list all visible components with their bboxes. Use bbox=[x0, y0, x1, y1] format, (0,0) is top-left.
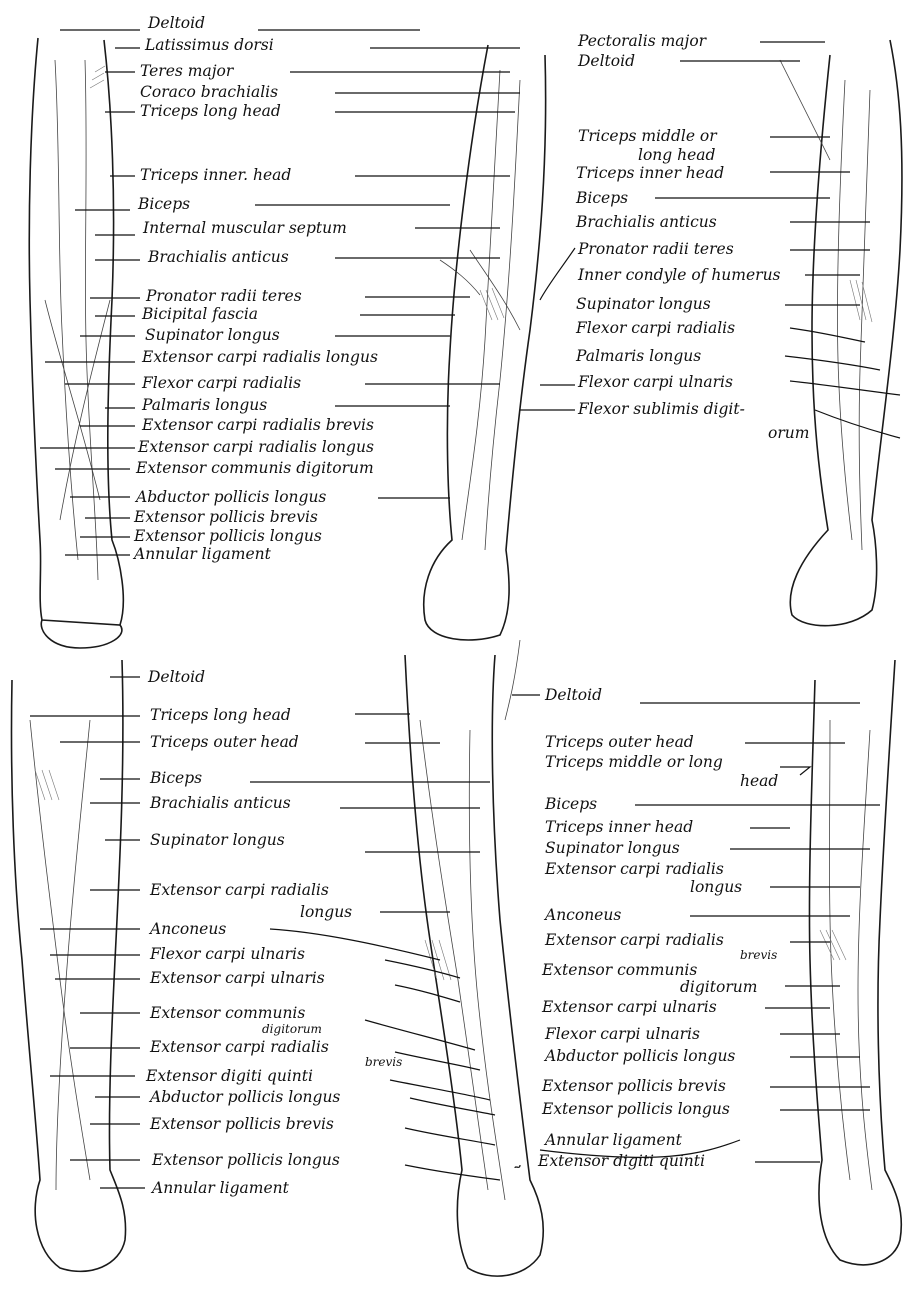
label-flexor-sublimis-digitorum: Flexor sublimis digit- bbox=[577, 400, 745, 418]
label-anconeus: Anconeus bbox=[148, 920, 226, 938]
label-bicipital-fascia: Bicipital fascia bbox=[141, 305, 258, 323]
label-biceps: Biceps bbox=[575, 189, 628, 207]
label-long-head: long head bbox=[638, 146, 716, 164]
label-annular-ligament: Annular ligament bbox=[543, 1131, 683, 1149]
label-extensor-carpi-ulnaris: Extensor carpi ulnaris bbox=[541, 998, 717, 1016]
label-latissimus-dorsi: Latissimus dorsi bbox=[144, 36, 274, 54]
label-triceps-inner-head: Triceps inner head bbox=[576, 164, 724, 182]
label-annular-ligament: Annular ligament bbox=[132, 545, 272, 563]
label-extensor-carpi-radialis-brevis: Extensor carpi radialis brevis bbox=[141, 416, 374, 434]
label-flexor-carpi-radialis: Flexor carpi radialis bbox=[141, 374, 301, 392]
label-triceps-long-head: Triceps long head bbox=[150, 706, 291, 724]
label-triceps-inner-head: Triceps inner head bbox=[545, 818, 693, 836]
label-extensor-carpi-radialis: Extensor carpi radialis bbox=[544, 860, 724, 878]
label-deltoid: Deltoid bbox=[147, 14, 205, 32]
label-supinator-longus: Supinator longus bbox=[145, 326, 280, 344]
label-abductor-pollicis-longus: Abductor pollicis longus bbox=[543, 1047, 735, 1065]
label-pronator-radii-teres: Pronator radii teres bbox=[145, 287, 302, 305]
label-brevis: brevis bbox=[365, 1055, 402, 1069]
arm-drawing-lower-right bbox=[809, 660, 901, 1265]
label-flexor-carpi-ulnaris: Flexor carpi ulnaris bbox=[149, 945, 305, 963]
label-internal-muscular-septum: Internal muscular septum bbox=[142, 219, 347, 237]
label-triceps-long-head: Triceps long head bbox=[140, 102, 281, 120]
label-extensor-pollicis-brevis: Extensor pollicis brevis bbox=[133, 508, 318, 526]
label-extensor-carpi-radialis-longus-2: Extensor carpi radialis longus bbox=[137, 438, 374, 456]
label-longus: longus bbox=[300, 903, 352, 921]
label-coraco-brachialis: Coraco brachialis bbox=[140, 83, 278, 101]
label-anconeus: Anconeus bbox=[543, 906, 621, 924]
label-digitorum: digitorum bbox=[262, 1022, 322, 1036]
label-triceps-middle-or: Triceps middle or bbox=[578, 127, 718, 145]
label-supinator-longus: Supinator longus bbox=[545, 839, 680, 857]
label-extensor-digiti-quinti: Extensor digiti quinti bbox=[145, 1067, 313, 1085]
label-extensor-carpi-radialis-longus: Extensor carpi radialis longus bbox=[141, 348, 378, 366]
label-supinator-longus: Supinator longus bbox=[150, 831, 285, 849]
labels-upper-left: Deltoid Latissimus dorsi Teres major Cor… bbox=[132, 14, 378, 563]
label-pronator-radii-teres: Pronator radii teres bbox=[577, 240, 734, 258]
arm-drawing-upper-center bbox=[424, 45, 546, 640]
label-brachialis-anticus: Brachialis anticus bbox=[147, 248, 289, 266]
label-palmaris-longus: Palmaris longus bbox=[575, 347, 701, 365]
labels-upper-right: Pectoralis major Deltoid Triceps middle … bbox=[575, 32, 809, 442]
label-extensor-pollicis-brevis: Extensor pollicis brevis bbox=[541, 1077, 726, 1095]
label-extensor-pollicis-longus: Extensor pollicis longus bbox=[541, 1100, 730, 1118]
label-longus: longus bbox=[690, 878, 742, 896]
arm-drawing-upper-right bbox=[780, 40, 902, 626]
label-biceps: Biceps bbox=[149, 769, 202, 787]
label-biceps: Biceps bbox=[137, 195, 190, 213]
label-orum: orum bbox=[768, 424, 809, 442]
label-extensor-carpi-ulnaris: Extensor carpi ulnaris bbox=[149, 969, 325, 987]
label-biceps: Biceps bbox=[544, 795, 597, 813]
label-flexor-carpi-ulnaris: Flexor carpi ulnaris bbox=[577, 373, 733, 391]
label-deltoid: Deltoid bbox=[577, 52, 635, 70]
label-extensor-digiti-quinti: Extensor digiti quinti bbox=[537, 1152, 705, 1170]
label-brachialis-anticus: Brachialis anticus bbox=[575, 213, 717, 231]
label-triceps-outer-head: Triceps outer head bbox=[545, 733, 694, 751]
label-digitorum: digitorum bbox=[680, 978, 757, 996]
label-inner-condyle-of-humerus: Inner condyle of humerus bbox=[577, 266, 781, 284]
label-triceps-middle-or-long: Triceps middle or long bbox=[545, 753, 723, 771]
label-palmaris-longus: Palmaris longus bbox=[141, 396, 267, 414]
label-extensor-carpi-radialis-2: Extensor carpi radialis bbox=[149, 1038, 329, 1056]
label-flexor-carpi-ulnaris: Flexor carpi ulnaris bbox=[544, 1025, 700, 1043]
label-extensor-communis: Extensor communis bbox=[541, 961, 697, 979]
label-pectoralis-major: Pectoralis major bbox=[577, 32, 708, 50]
label-extensor-communis: Extensor communis bbox=[149, 1004, 305, 1022]
label-brevis: brevis bbox=[740, 948, 777, 962]
label-head: head bbox=[740, 772, 778, 790]
label-supinator-longus: Supinator longus bbox=[576, 295, 711, 313]
label-deltoid: Deltoid bbox=[544, 686, 602, 704]
label-extensor-carpi-radialis: Extensor carpi radialis bbox=[149, 881, 329, 899]
label-extensor-carpi-radialis-2: Extensor carpi radialis bbox=[544, 931, 724, 949]
label-triceps-inner-head: Triceps inner. head bbox=[140, 166, 291, 184]
labels-lower-left: Deltoid Triceps long head Triceps outer … bbox=[145, 668, 402, 1197]
label-flexor-carpi-radialis: Flexor carpi radialis bbox=[575, 319, 735, 337]
arm-drawing-upper-left bbox=[29, 38, 123, 648]
label-annular-ligament: Annular ligament bbox=[150, 1179, 290, 1197]
label-extensor-pollicis-longus: Extensor pollicis longus bbox=[151, 1151, 340, 1169]
label-teres-major: Teres major bbox=[140, 62, 235, 80]
label-extensor-pollicis-brevis: Extensor pollicis brevis bbox=[149, 1115, 334, 1133]
label-triceps-outer-head: Triceps outer head bbox=[150, 733, 299, 751]
label-abductor-pollicis-longus: Abductor pollicis longus bbox=[148, 1088, 340, 1106]
arm-drawing-lower-left bbox=[11, 660, 125, 1271]
label-extensor-pollicis-longus: Extensor pollicis longus bbox=[133, 527, 322, 545]
labels-lower-right: Deltoid Triceps outer head Triceps middl… bbox=[537, 686, 778, 1170]
label-brachialis-anticus: Brachialis anticus bbox=[149, 794, 291, 812]
label-extensor-communis-digitorum: Extensor communis digitorum bbox=[135, 459, 374, 477]
label-deltoid: Deltoid bbox=[147, 668, 205, 686]
label-abductor-pollicis-longus: Abductor pollicis longus bbox=[134, 488, 326, 506]
arm-drawing-lower-center bbox=[405, 640, 543, 1276]
